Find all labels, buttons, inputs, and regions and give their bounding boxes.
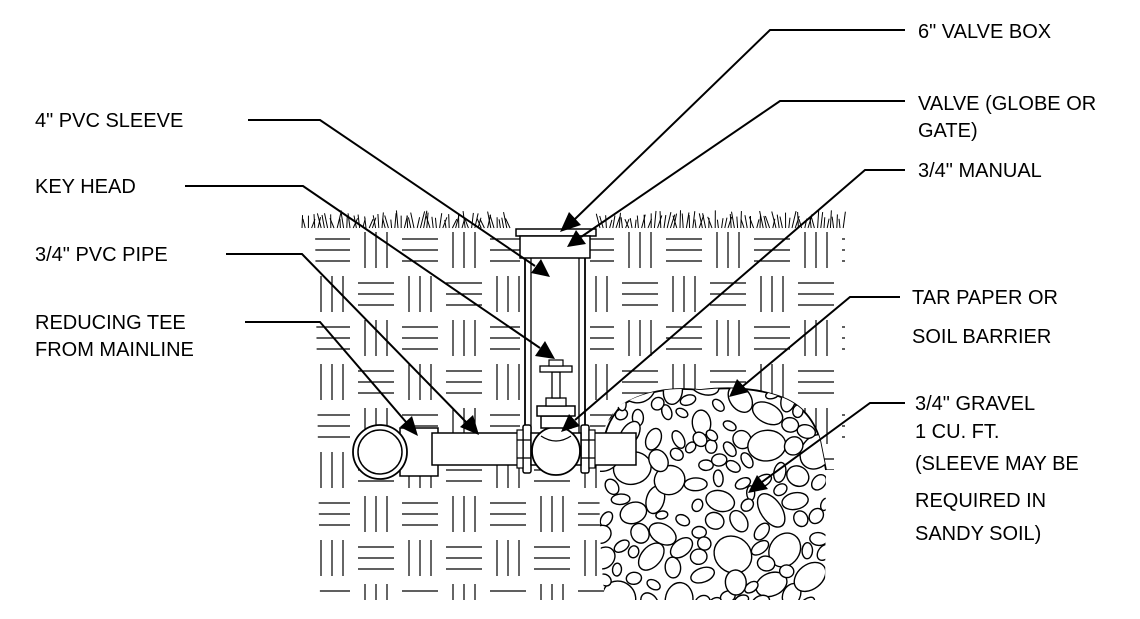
leader-gravel [748,402,905,493]
grass-layer [301,210,846,229]
label-pvc-sleeve: 4" PVC SLEEVE [35,110,183,132]
label-valve-box: 6" VALVE BOX [918,21,1051,43]
leader-reducing-tee [245,321,418,436]
label-gravel: 3/4" GRAVEL 1 CU. FT. (SLEEVE MAY BE REQ… [915,393,1084,545]
leader-pvc-pipe [226,253,479,435]
mainline-pipe [352,424,439,480]
gravel-bed [599,387,827,600]
label-tar-paper: TAR PAPER OR SOIL BARRIER [912,287,1064,348]
label-valve: VALVE (GLOBE OR GATE) [918,93,1102,142]
leader-manual [561,169,905,432]
leader-tar-paper [729,296,900,397]
label-reducing-tee: REDUCING TEE FROM MAINLINE [35,312,194,361]
leader-pvc-sleeve [248,119,550,277]
label-pvc-pipe: 3/4" PVC PIPE [35,244,168,266]
leader-valve-box [560,29,905,232]
label-manual: 3/4" MANUAL [918,160,1042,182]
leader-key-head [185,185,555,359]
label-key-head: KEY HEAD [35,176,136,198]
globe-valve [516,359,596,476]
leader-valve [567,100,905,247]
pvc-pipe [431,432,637,466]
